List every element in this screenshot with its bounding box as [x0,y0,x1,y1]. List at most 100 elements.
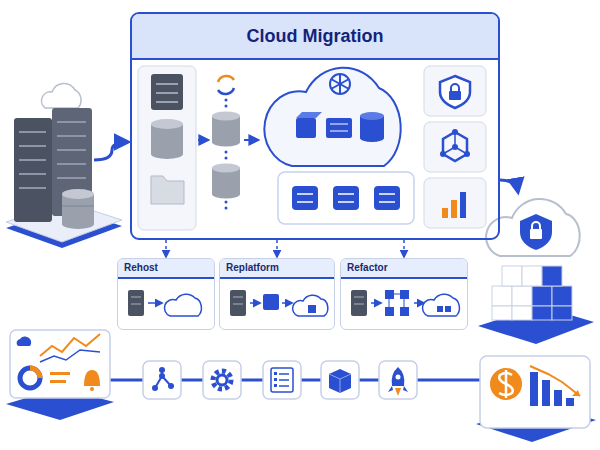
rect-shape [542,380,550,406]
line-shape [279,373,289,375]
flow-arrow [165,240,167,257]
line-shape [156,92,178,94]
circle-shape [225,99,228,102]
rect-shape [492,306,512,320]
path-shape [41,83,81,108]
path-shape [572,390,580,396]
line-shape [57,177,86,179]
rect-shape [128,290,144,316]
flow-arrow [276,240,278,257]
label-text: Refactor [347,262,388,273]
circle-shape [168,383,174,389]
path-shape [478,306,594,344]
circle-shape [152,385,158,391]
g-shape [330,74,350,94]
g-shape [437,306,451,312]
g-shape [271,368,293,392]
line-shape [330,124,348,125]
line-shape [19,159,46,161]
rect-shape [274,378,277,381]
path-shape [30,368,40,378]
path-shape [94,142,128,160]
ellipse-shape [151,119,183,129]
rect-shape [566,398,574,406]
g-shape [274,372,277,387]
line-shape [354,297,364,298]
g-shape [292,186,400,210]
rect-shape [424,122,486,172]
line-shape [156,101,178,103]
rect-shape [14,118,52,222]
rect-shape [437,306,443,312]
path-shape [532,222,540,229]
migration-panel: Cloud Migration [130,12,500,240]
box-heading: Cloud Migration [132,14,498,60]
line-shape [330,131,348,132]
g-shape [297,194,395,202]
label-text: Cloud Migration [247,26,384,46]
circle-shape [225,207,228,210]
circle-shape [159,373,165,379]
path-shape [151,176,184,204]
rect-shape [278,172,414,224]
g-shape [50,372,70,383]
rect-shape [502,266,522,286]
circle-shape [225,105,228,108]
ellipse-shape [360,112,384,120]
path-shape [392,367,405,386]
rect-shape [400,290,409,299]
rect-shape [326,118,352,138]
circle-shape [213,371,231,389]
path-shape [395,388,401,396]
circle-shape [20,368,40,388]
path-shape [451,84,459,91]
path-shape [443,132,467,161]
strategy-card: Rehost [117,258,215,330]
rect-shape [151,74,183,110]
g-shape [389,294,404,307]
path-shape [164,294,201,316]
rect-shape [274,384,277,387]
ellipse-shape [151,149,183,159]
rect-shape [385,307,394,316]
rect-shape [385,290,394,299]
rect-shape [424,66,486,116]
rect-shape [424,178,486,228]
line-shape [244,139,258,141]
rect-shape [442,208,448,218]
path-shape [218,76,234,82]
path-shape [500,180,518,192]
path-shape [329,374,351,393]
circle-shape [490,368,522,400]
line-shape [250,302,260,304]
line-shape [57,163,86,165]
circle-shape [330,74,350,94]
line-shape [414,302,424,304]
line-shape [297,201,313,203]
line-shape [57,121,86,123]
rect-shape [263,361,301,399]
polyline-shape [40,350,100,362]
path-shape [422,294,459,316]
line-shape [282,302,292,304]
ellipse-shape [212,164,240,173]
line-shape [389,299,390,307]
g-shape [152,367,174,391]
box-heading: Rehost [118,259,214,279]
rect-shape [512,286,532,306]
g-shape [385,290,409,316]
g-shape [143,361,417,399]
rect-shape [220,259,334,329]
line-shape [131,297,141,298]
line-shape [198,139,208,141]
label-text: Replatform [226,262,279,273]
path-shape [218,88,234,94]
path-shape [264,68,400,166]
line-shape [19,145,46,147]
line-shape [379,193,395,195]
line-shape [19,131,46,133]
rect-shape [321,361,359,399]
